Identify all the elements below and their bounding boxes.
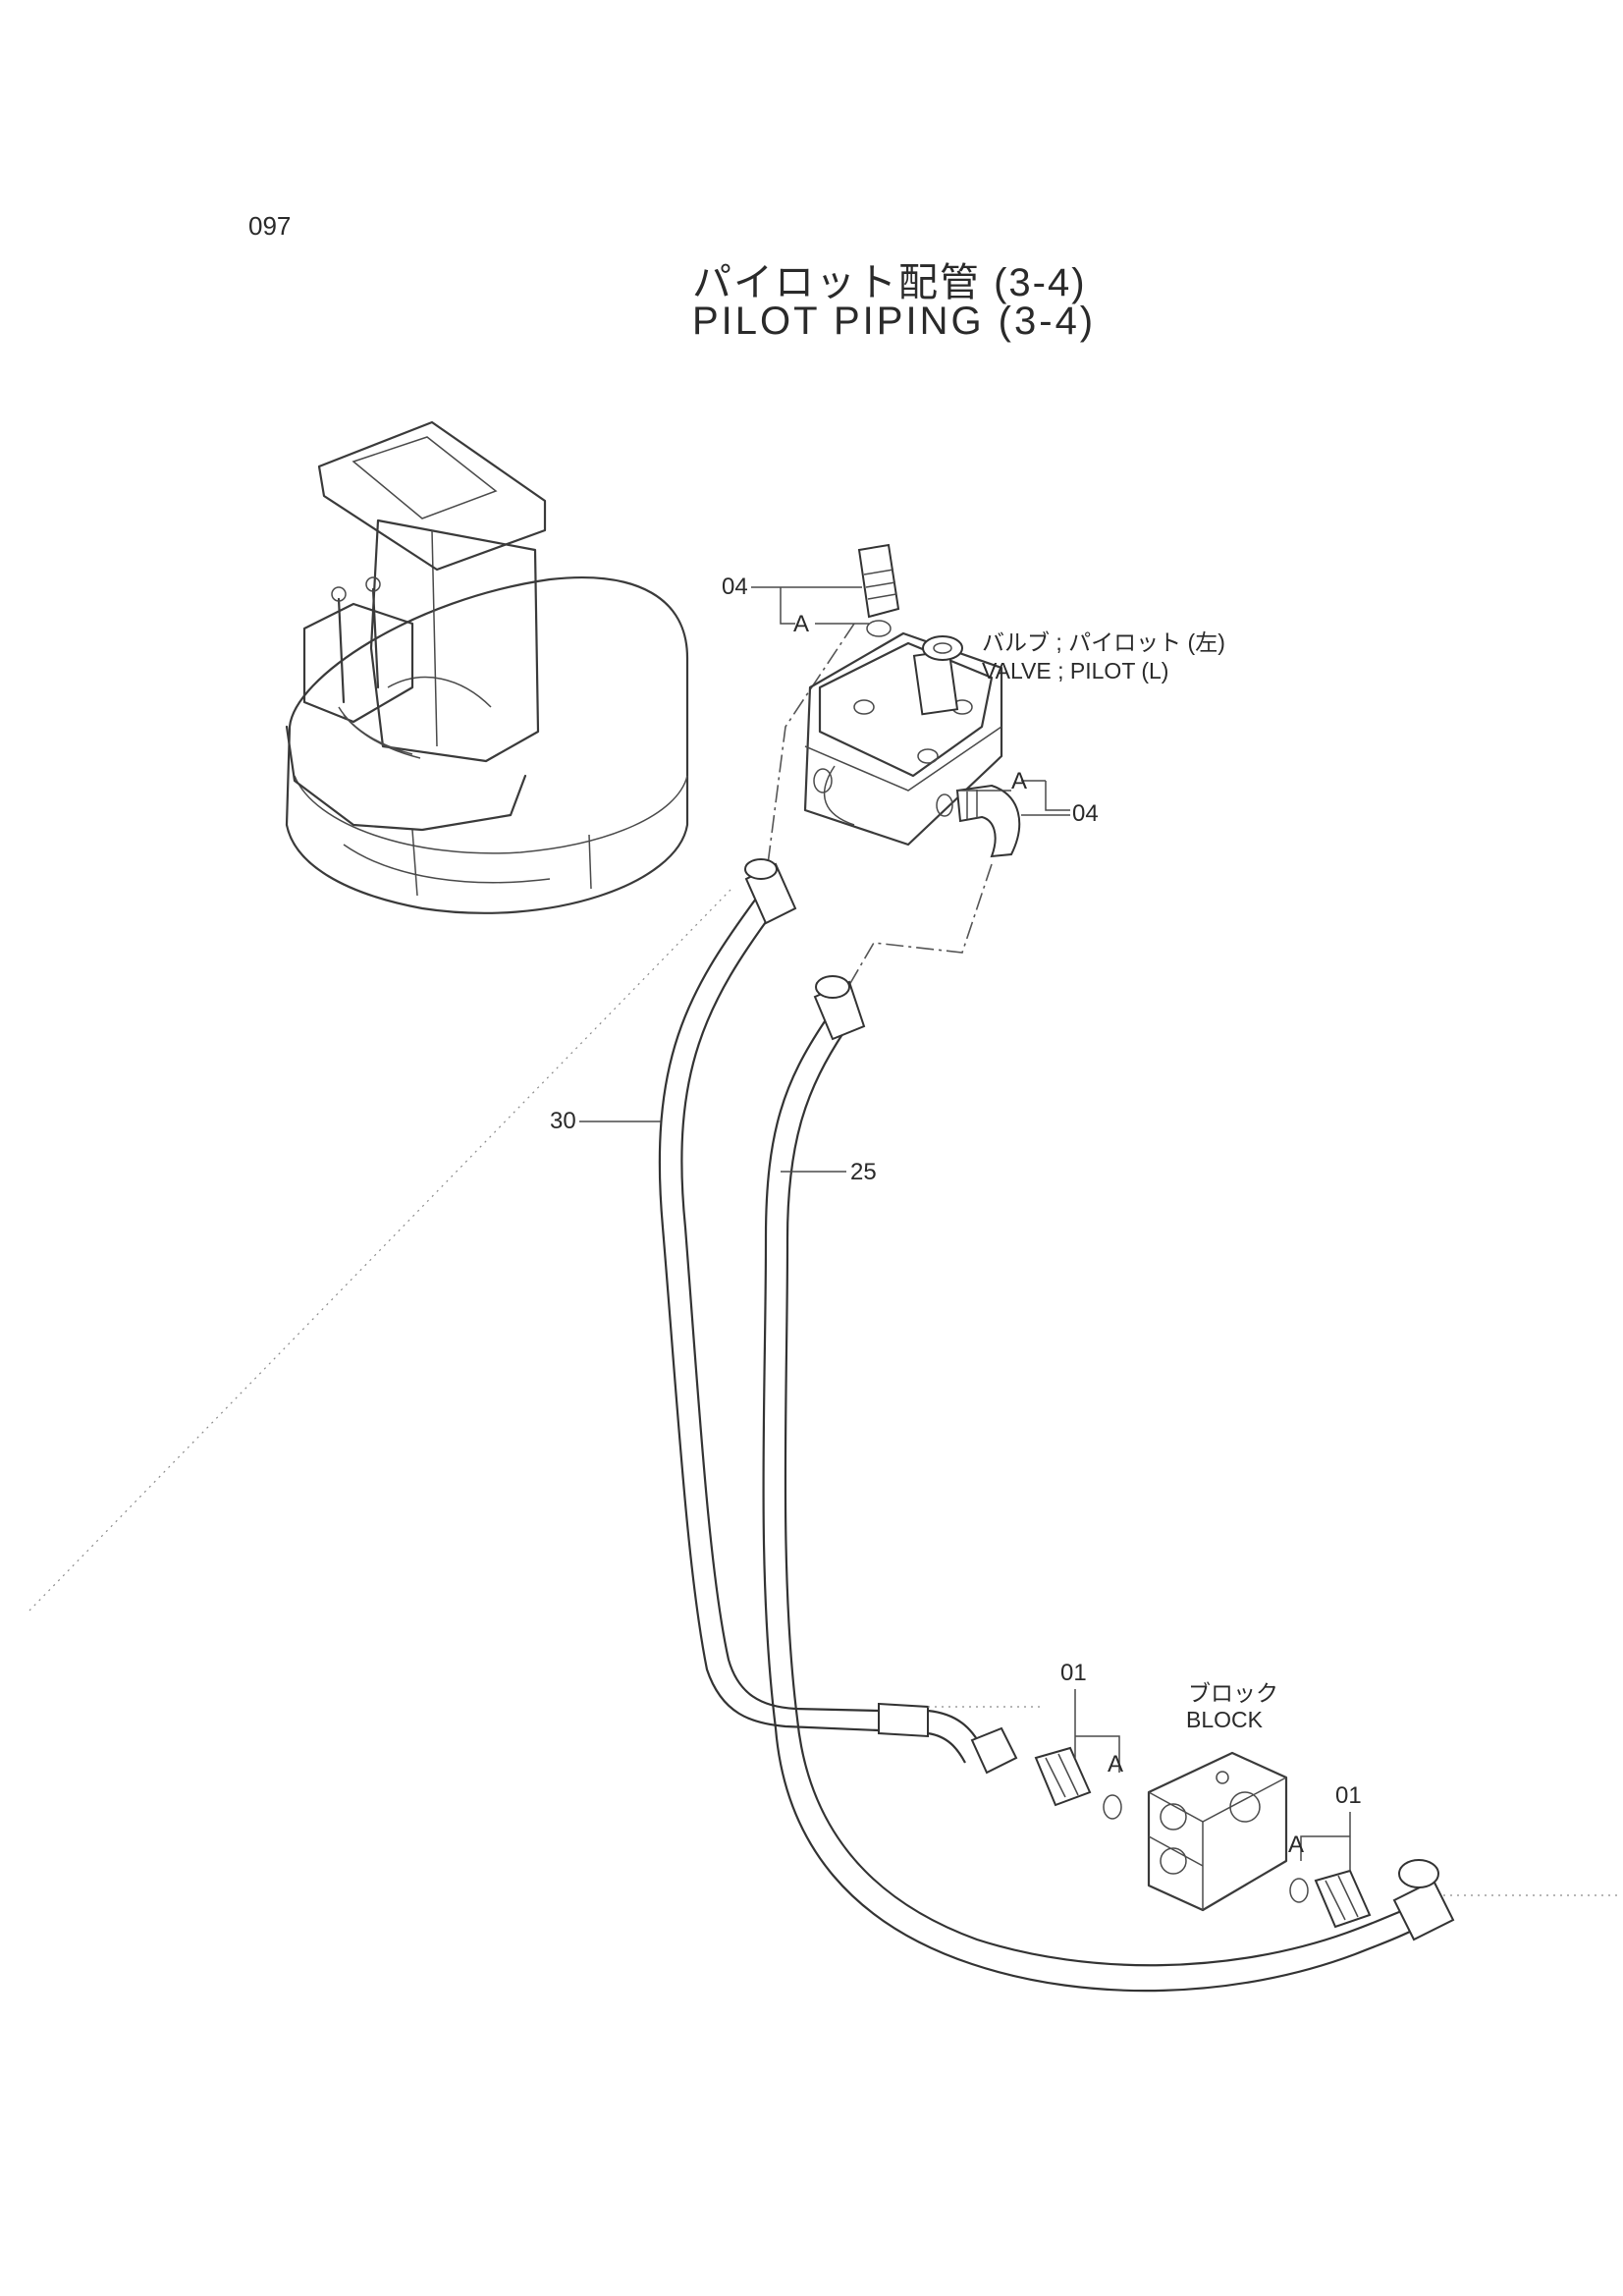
console-body [369, 519, 540, 763]
callout-30: 30 [550, 1108, 576, 1134]
page-title-english: PILOT PIPING (3-4) [692, 300, 1097, 343]
turntable-band [294, 775, 688, 854]
pilot-valve [803, 631, 1003, 847]
hose-30-inner [680, 907, 880, 1713]
turntable-seam-2 [588, 834, 592, 890]
hose-30-bottom-crimp [878, 1702, 929, 1738]
block-outline [1147, 1751, 1288, 1912]
fitting-04-top-body [857, 543, 900, 619]
block-port-2 [1160, 1847, 1187, 1875]
hose-30-top-nut [744, 858, 778, 880]
page-title-japanese: パイロット配管 (3-4) [692, 261, 1087, 304]
fitting-01-left-body [1034, 1746, 1092, 1807]
leader-dashed-elbow-to-hose25 [841, 863, 993, 998]
monitor-housing [317, 420, 547, 572]
oring-left-block [1103, 1794, 1122, 1820]
lever-stick [337, 597, 346, 704]
caption-valve-pilot-en: VALVE ; PILOT (L) [982, 658, 1169, 683]
oring-top [866, 620, 892, 637]
block-port-4 [1216, 1771, 1229, 1784]
callout-a-right: A [1011, 768, 1028, 794]
leader-04-top [751, 586, 862, 625]
caption-valve-pilot-jp: バルブ ; パイロット (左) [982, 629, 1225, 655]
seat-base [285, 725, 527, 832]
callout-01-right: 01 [1335, 1782, 1362, 1809]
caption-block-jp: ブロック [1188, 1680, 1278, 1706]
oring-right [936, 793, 953, 817]
elbow-body [955, 784, 1021, 858]
block [1147, 1751, 1288, 1912]
callout-a-left-block: A [1108, 1751, 1124, 1777]
console-front-face [431, 529, 438, 747]
callout-04-right: 04 [1072, 800, 1099, 827]
leader-04-right [1021, 780, 1070, 811]
lever-knob-2 [365, 576, 381, 592]
hose-25-swivel-elbow [1392, 1879, 1455, 1941]
pilot-valve-stem-top [922, 635, 963, 661]
lever-knob [331, 586, 347, 602]
leader-dashed-valve-to-hose30 [767, 623, 855, 865]
elbow-threads [966, 790, 978, 819]
fitting-01-left [1034, 1746, 1122, 1820]
hose-25-inner [784, 1030, 1405, 1967]
block-edge-1 [1148, 1777, 1287, 1823]
hose-30-outer [658, 898, 880, 1732]
fitting-04-elbow [936, 784, 1021, 858]
fitting-01-right-body [1314, 1869, 1372, 1929]
caption-block-en: BLOCK [1186, 1707, 1263, 1732]
small-hose-bundle [338, 706, 421, 759]
turntable-seam [411, 829, 418, 897]
pilot-valve-flange [824, 765, 855, 826]
monitor-screen [352, 436, 498, 519]
callout-01-left: 01 [1060, 1660, 1087, 1686]
turntable-band-lower [343, 844, 551, 884]
lever-bracket [302, 602, 414, 724]
hose-30-end-nut [970, 1726, 1018, 1775]
fitting-04-top-thread [863, 569, 897, 600]
pilot-valve-top-plate [818, 641, 994, 778]
callout-a-right-block: A [1288, 1831, 1305, 1858]
leader-01-left [1074, 1689, 1120, 1773]
block-edge-3 [1148, 1835, 1204, 1867]
hose-25-swivel-nut [1398, 1859, 1439, 1888]
dotted-sight-line-left [28, 888, 732, 1612]
pilot-valve-port-2 [917, 748, 939, 764]
oring-right-block [1289, 1878, 1309, 1903]
console-recess [387, 676, 492, 708]
fitting-04-top [857, 543, 900, 637]
pilot-valve-side [804, 726, 1002, 792]
pilot-valve-body [803, 631, 1003, 847]
page-number: 097 [248, 211, 292, 241]
callout-25: 25 [850, 1159, 877, 1185]
machine-cab-sketch [285, 420, 689, 914]
hose-25-outer [762, 1020, 1415, 1993]
leader-01-right [1300, 1812, 1351, 1871]
hose-30-bend-pipe [927, 1709, 983, 1764]
hose-30 [658, 858, 1018, 1775]
block-port-3 [1229, 1791, 1261, 1823]
pilot-valve-side-port [813, 768, 833, 793]
pilot-valve-port-1 [853, 699, 875, 715]
callout-a-top: A [793, 611, 810, 637]
pilot-valve-stem-hole [933, 642, 952, 654]
hose-25-top-nut [815, 975, 850, 999]
block-port-1 [1160, 1803, 1187, 1831]
fitting-01-right [1289, 1869, 1372, 1929]
hose-25 [762, 975, 1620, 1993]
fitting-01-left-hex [1045, 1753, 1079, 1798]
fitting-01-right-hex [1325, 1875, 1359, 1921]
lever-stick-2 [371, 587, 380, 689]
pilot-valve-stem [912, 649, 959, 716]
callout-04-top: 04 [722, 574, 748, 600]
turntable-outline [285, 576, 689, 914]
